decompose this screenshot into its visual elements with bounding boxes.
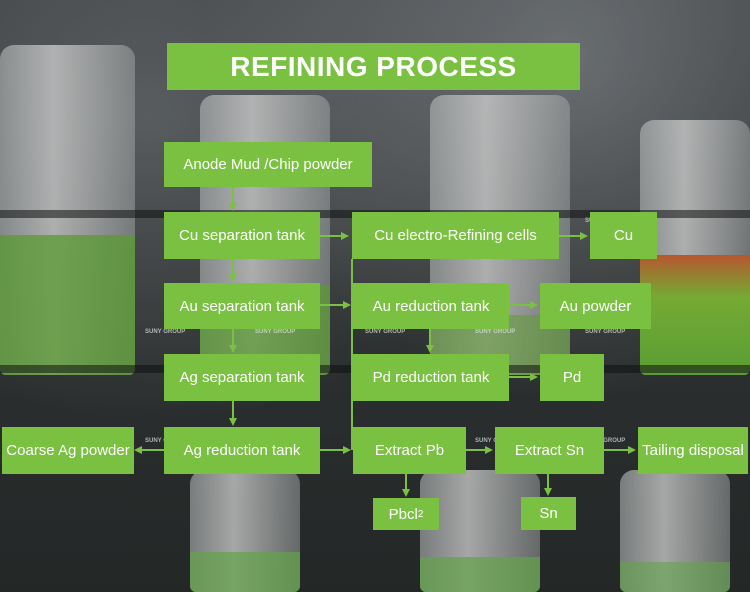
- node-anode-mud: Anode Mud /Chip powder: [164, 142, 372, 187]
- node-au-separation-tank: Au separation tank: [164, 283, 320, 329]
- watermark: SUNY GROUP: [255, 329, 296, 335]
- pbcl2-label: Pbcl: [388, 505, 418, 523]
- glass-reactor: [420, 470, 540, 592]
- node-pd-reduction-tank: Pd reduction tank: [353, 354, 509, 401]
- glass-reactor: [620, 470, 730, 592]
- watermark: SUNY GROUP: [145, 329, 186, 335]
- node-ag-reduction-tank: Ag reduction tank: [164, 427, 320, 474]
- node-tailing-disposal: Tailing disposal: [638, 427, 748, 474]
- node-extract-sn: Extract Sn: [495, 427, 604, 474]
- node-coarse-ag-powder: Coarse Ag powder: [2, 427, 134, 474]
- node-sn: Sn: [521, 497, 576, 530]
- node-au-powder: Au powder: [540, 283, 651, 329]
- watermark: SUNY GROUP: [365, 329, 406, 335]
- page-title: REFINING PROCESS: [167, 43, 580, 90]
- node-au-reduction-tank: Au reduction tank: [353, 283, 509, 329]
- node-cu-separation-tank: Cu separation tank: [164, 212, 320, 259]
- watermark: SUNY GROUP: [585, 329, 626, 335]
- node-extract-pb: Extract Pb: [353, 427, 466, 474]
- node-pd: Pd: [540, 354, 604, 401]
- watermark: SUNY GROUP: [585, 438, 626, 444]
- glass-reactor: [190, 470, 300, 592]
- node-cu-electro-refining-cells: Cu electro-Refining cells: [352, 212, 559, 259]
- glass-reactor: [640, 120, 750, 375]
- node-cu: Cu: [590, 212, 657, 259]
- pbcl2-subscript: 2: [417, 508, 424, 520]
- watermark: SUNY GROUP: [475, 329, 516, 335]
- node-ag-separation-tank: Ag separation tank: [164, 354, 320, 401]
